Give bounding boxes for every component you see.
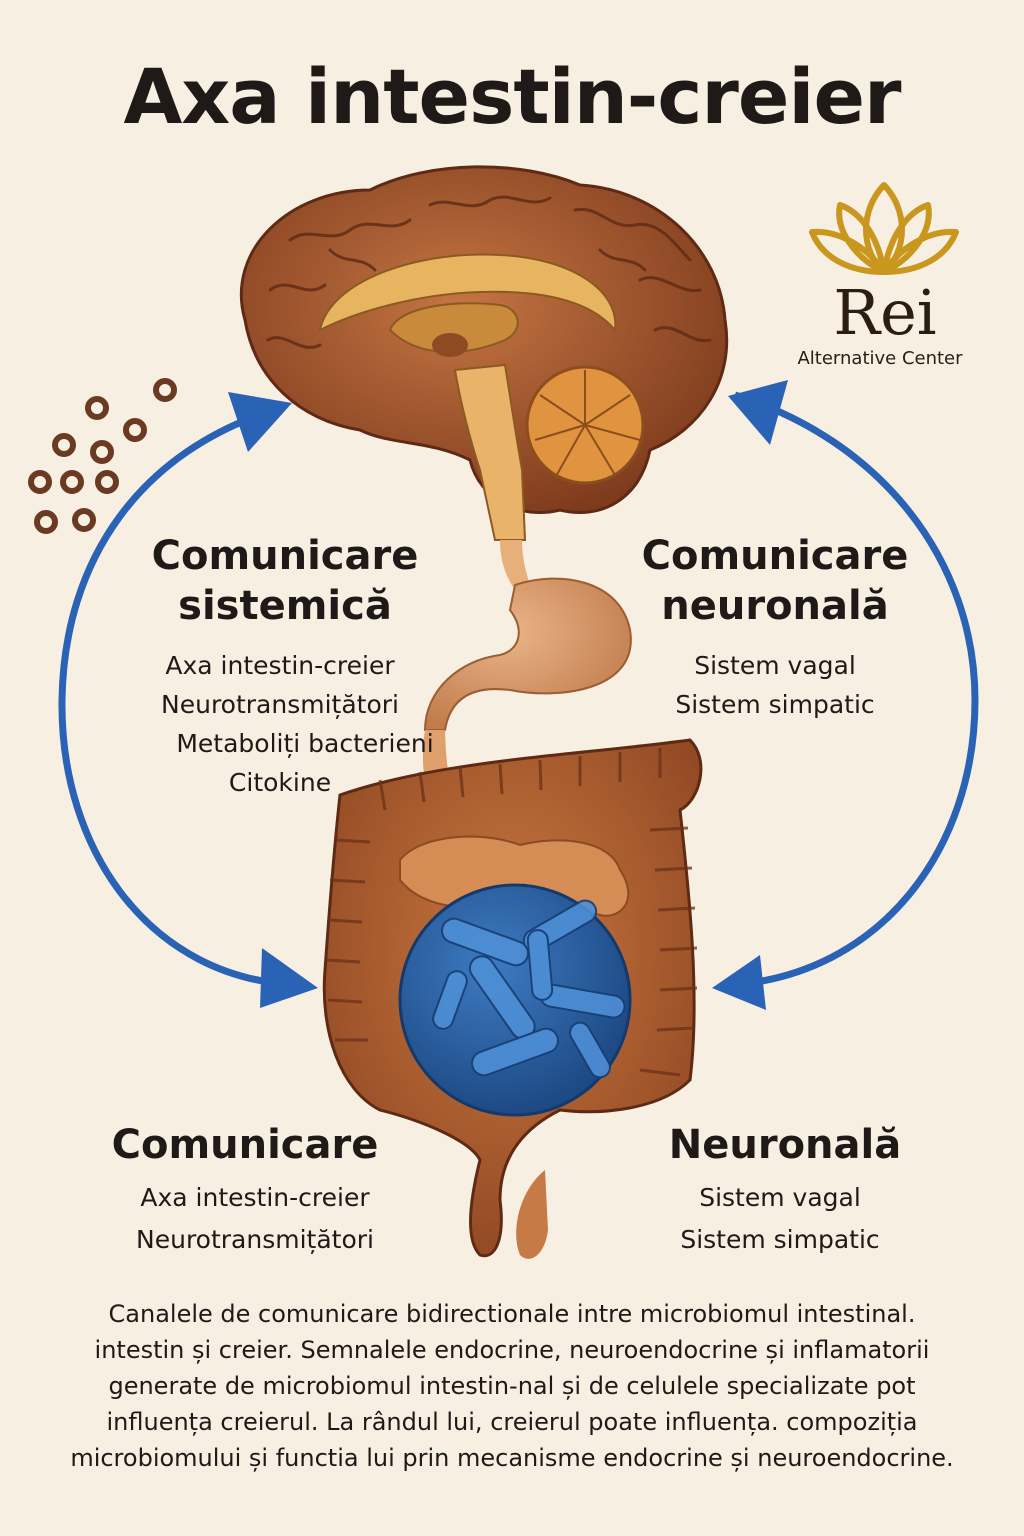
neural-heading-line2: neuronală (661, 583, 889, 629)
logo-subtitle: Alternative Center (797, 348, 963, 369)
systemic-heading-line2: sistemică (178, 583, 392, 629)
left-arrow-icon (58, 392, 318, 1008)
list-item: Neurotransmițători (136, 1225, 374, 1254)
right-arrow-icon (712, 380, 979, 1010)
list-item: Neurotransmițători (161, 690, 399, 719)
list-item: Axa intestin-creier (140, 1183, 370, 1212)
bacteria-dots-icon (28, 378, 177, 534)
neural-list: Sistem vagal Sistem simpatic (640, 646, 910, 724)
systemic-heading-line1: Comunicare (151, 533, 419, 579)
neural-heading-line1: Comunicare (641, 533, 909, 579)
systemic-list: Axa intestin-creier Neurotransmițători M… (120, 646, 440, 802)
brain-icon (239, 165, 729, 541)
bottom-right-list: Sistem vagal Sistem simpatic (640, 1177, 920, 1261)
list-item: Sistem vagal (699, 1183, 861, 1212)
page-title: Axa intestin-creier (123, 52, 901, 141)
lotus-logo-icon (809, 182, 959, 275)
neural-heading: Comunicare neuronală (620, 531, 930, 631)
microbiome-icon (398, 883, 632, 1117)
systemic-heading: Comunicare sistemică (130, 531, 440, 631)
bottom-left-list: Axa intestin-creier Neurotransmițători (90, 1177, 420, 1261)
list-item: Sistem vagal (694, 651, 856, 680)
list-item: Sistem simpatic (675, 690, 875, 719)
list-item: Sistem simpatic (680, 1225, 880, 1254)
list-item: Metaboliți bacterieni (176, 729, 434, 758)
logo-name: Rei (833, 276, 937, 349)
bottom-left-heading: Comunicare (111, 1122, 379, 1168)
bottom-right-heading: Neuronală (668, 1122, 902, 1168)
list-item: Citokine (228, 768, 332, 797)
list-item: Axa intestin-creier (165, 651, 395, 680)
caption: Canalele de comunicare bidirectionale in… (70, 1300, 954, 1472)
